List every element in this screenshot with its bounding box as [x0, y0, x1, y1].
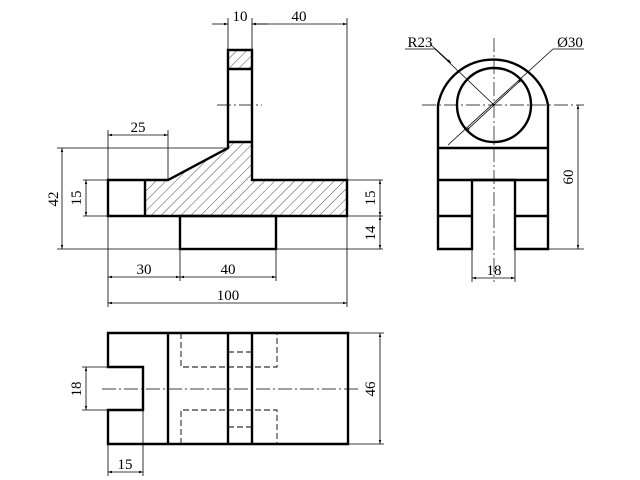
dim-42: 42 — [46, 192, 62, 207]
dim-15-right: 15 — [363, 191, 379, 206]
dim-15-left: 15 — [69, 191, 85, 206]
dim-18-top: 18 — [69, 382, 85, 397]
dim-60: 60 — [561, 170, 577, 185]
top-view: 18 46 15 — [69, 331, 384, 476]
section-hatch — [145, 142, 347, 216]
side-outline — [436, 58, 550, 251]
dim-14: 14 — [363, 225, 379, 241]
dim-40-bottom: 40 — [221, 262, 236, 278]
leader-line — [434, 48, 495, 106]
side-view: R23 Ø30 60 18 — [405, 35, 584, 282]
hidden-boss-top — [180, 333, 278, 368]
dim-r23: R23 — [407, 35, 432, 51]
leader-arrow — [493, 78, 523, 106]
leader-arrow — [429, 43, 452, 64]
dim-15-top: 15 — [118, 457, 133, 473]
leader-line — [447, 48, 554, 146]
dim-18-side: 18 — [487, 263, 502, 279]
leader-arrow — [465, 104, 495, 132]
bottom-boss — [178, 214, 278, 251]
dim-25: 25 — [131, 120, 146, 136]
hidden-boss-bottom — [180, 409, 278, 444]
dim-46: 46 — [363, 381, 379, 397]
plate-top-hatch — [228, 50, 252, 69]
dim-100: 100 — [217, 288, 240, 304]
front-view: 10 40 25 42 15 15 14 30 40 100 — [46, 9, 383, 307]
dim-30: 30 — [137, 262, 152, 278]
dim-40-top: 40 — [292, 9, 307, 25]
dim-10: 10 — [233, 9, 248, 25]
dim-dia30: Ø30 — [557, 35, 583, 51]
